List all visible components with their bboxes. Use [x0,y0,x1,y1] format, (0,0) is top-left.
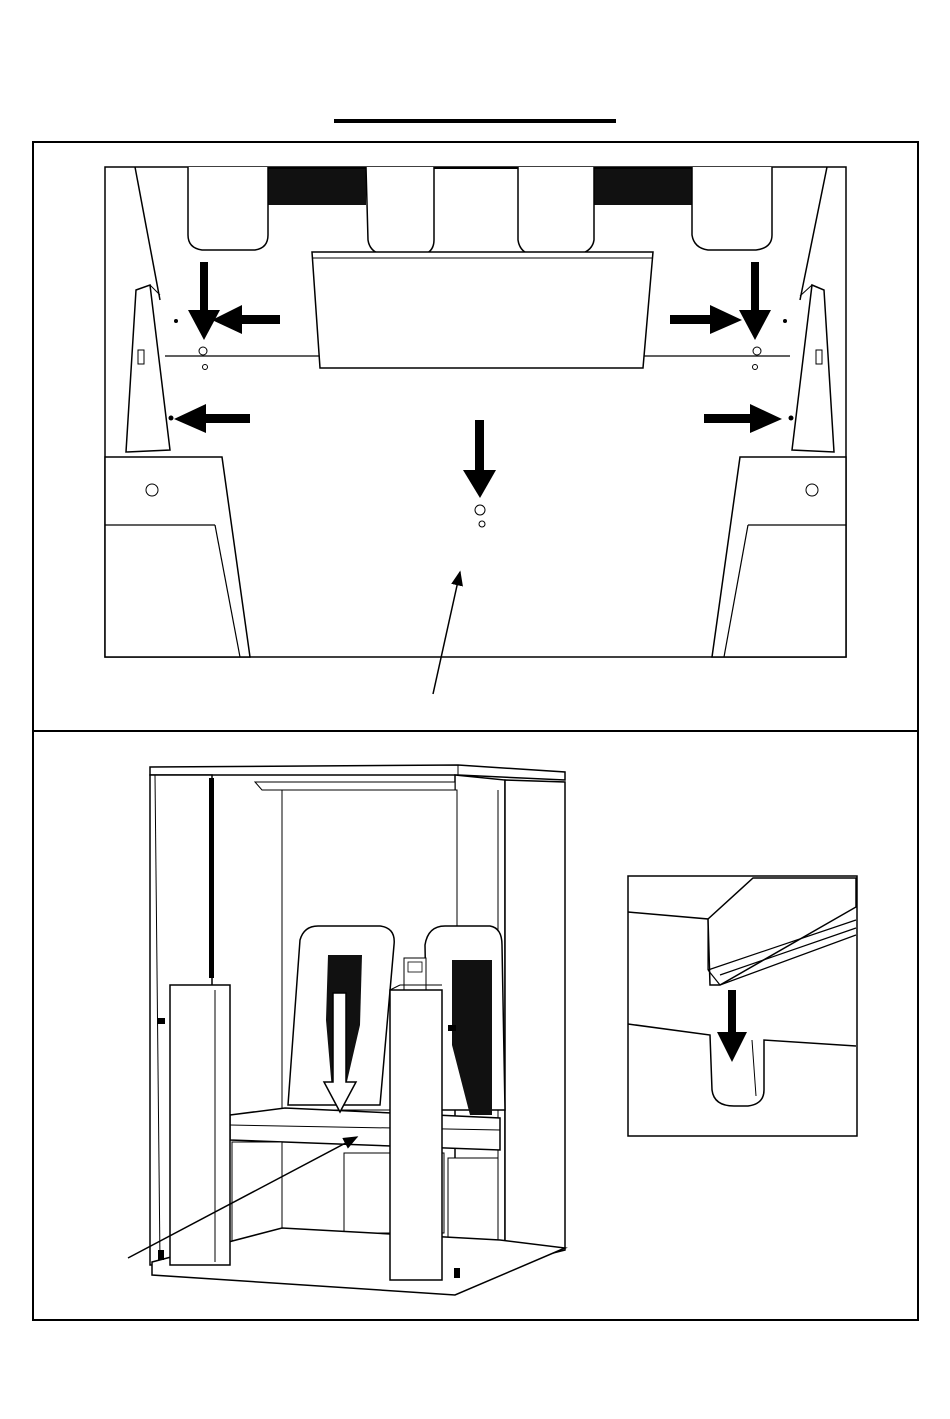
cabin-right-side [505,780,565,1265]
back-strip-left [268,167,366,205]
hinge-left [157,1018,165,1024]
cabin-ceiling-light [255,782,455,790]
pin-left [174,319,178,323]
backrest-4 [692,167,772,250]
foot-right [454,1268,460,1278]
back-strip-right [594,167,692,205]
pin-right-bracket [789,416,794,421]
pin-right [783,319,787,323]
under-bench-right [448,1158,498,1242]
front-post-right [390,990,442,1280]
backrest-2 [366,167,434,256]
sauna-cabin [150,765,565,1295]
foot-left [158,1250,164,1260]
backrest-1 [188,167,268,250]
bench-board [312,252,653,368]
top-illustration [105,167,846,657]
cabin-left-trim [209,778,214,978]
under-bench-left [232,1142,282,1242]
pin-left-bracket [169,416,174,421]
hinge-right [448,1025,456,1031]
detail-inset [628,876,857,1136]
backrest-3 [518,167,594,256]
front-post-left [170,985,230,1265]
